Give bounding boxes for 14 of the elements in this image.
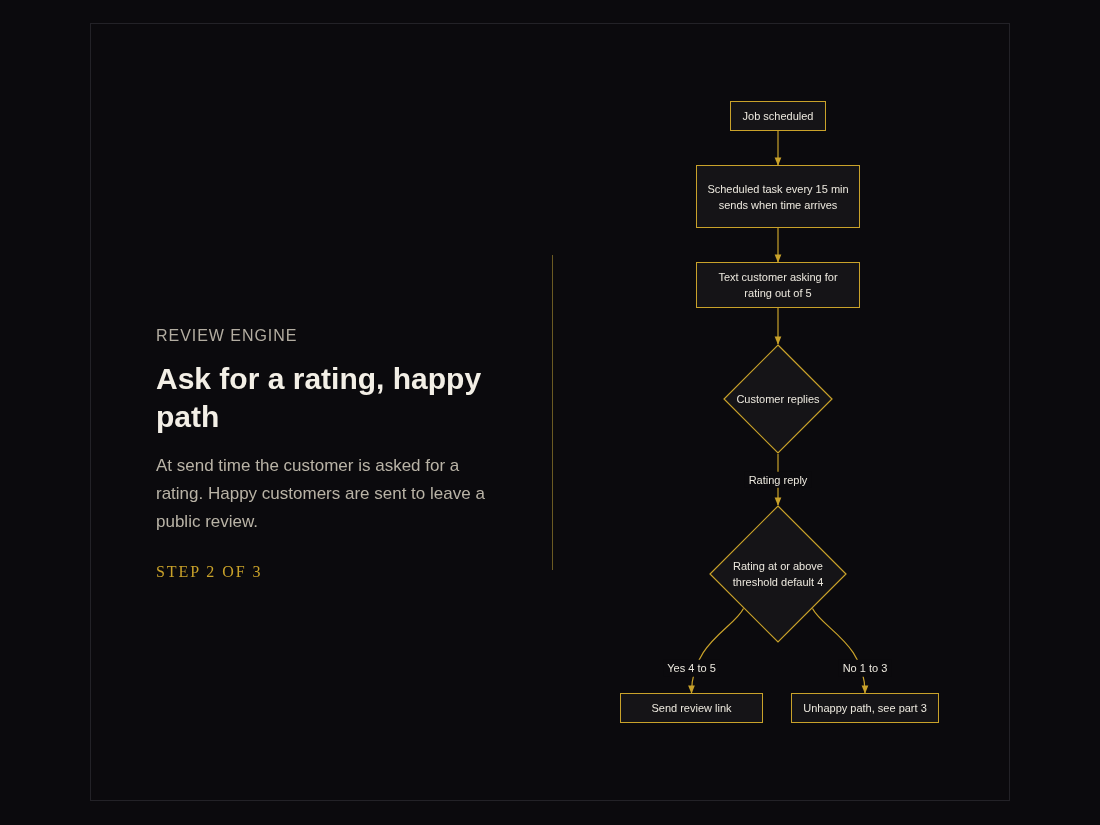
section-kicker: REVIEW ENGINE <box>156 326 299 346</box>
process-box: Text customer asking for rating out of 5 <box>696 262 860 308</box>
arrow <box>774 227 782 263</box>
process-box: Scheduled task every 15 min sends when time arrives <box>696 165 860 228</box>
step-indicator: STEP 2 OF 3 <box>156 562 264 582</box>
arrow <box>774 307 782 345</box>
process-box: Unhappy path, see part 3 <box>791 693 939 723</box>
arrow <box>774 130 782 166</box>
process-box: Send review link <box>620 693 763 723</box>
title: Ask for a rating, happy path <box>156 361 483 435</box>
process-box: Job scheduled <box>730 101 826 131</box>
decision-diamond: Rating at or above threshold default 4 <box>709 505 847 643</box>
description: At send time the customer is asked for a rating. Happy customers are sent to leave a public review. <box>156 455 486 533</box>
decision-diamond: Customer replies <box>723 344 833 454</box>
